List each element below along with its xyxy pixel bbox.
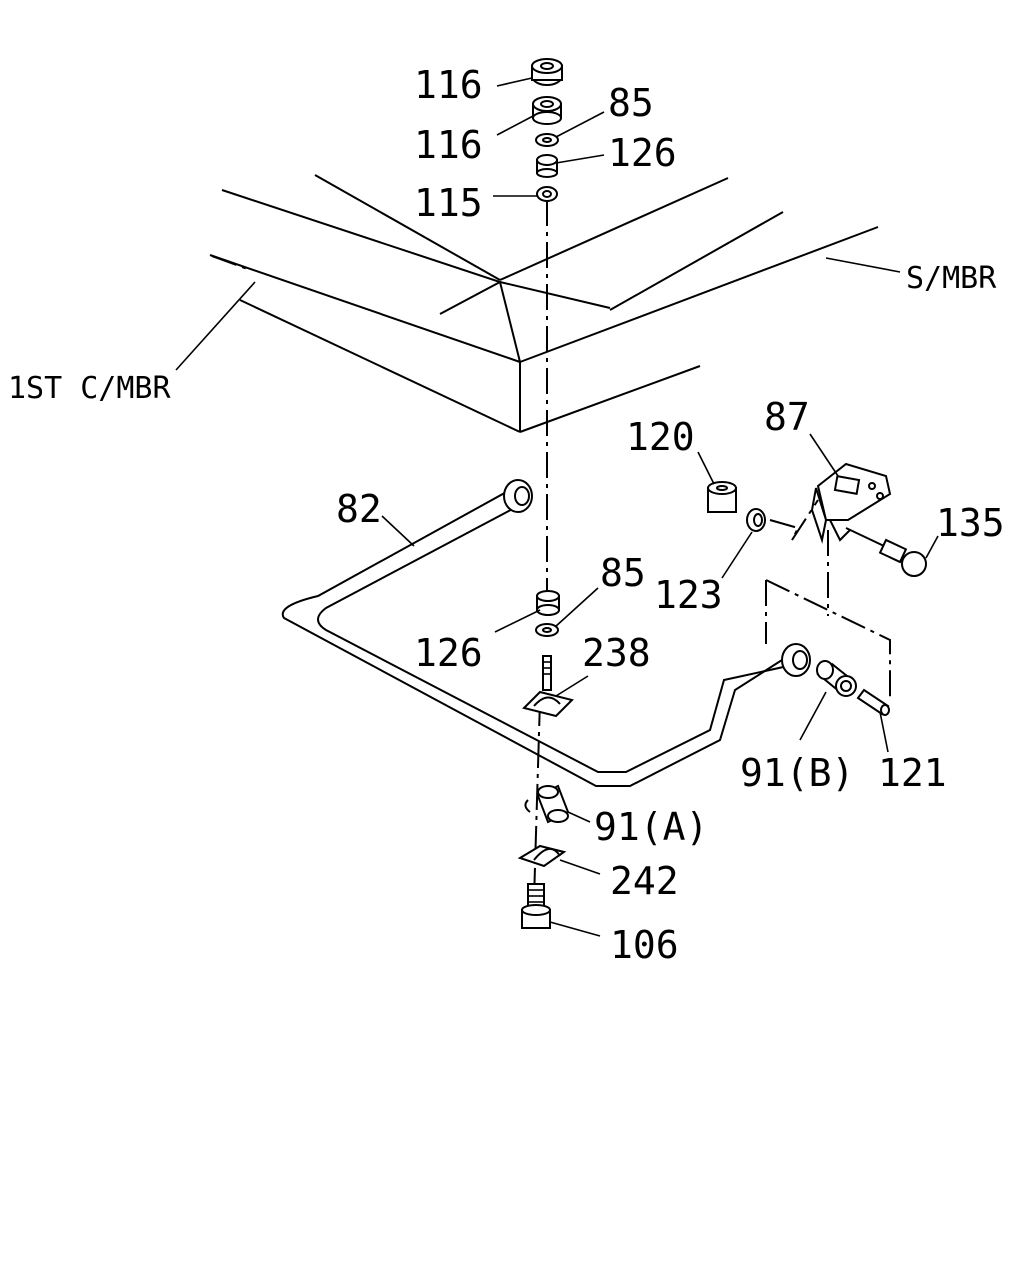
pin-121	[856, 688, 890, 716]
washer-85-top	[535, 133, 559, 147]
nut-116-top	[531, 58, 563, 86]
label-91a: 91(A)	[594, 805, 708, 849]
label-115: 115	[414, 181, 483, 225]
stabilizer-bar-82	[281, 479, 811, 787]
label-126-lower: 126	[414, 631, 483, 675]
center-line	[533, 200, 548, 901]
label-116-second: 116	[414, 123, 483, 167]
washer-115	[536, 186, 558, 202]
bushing-91b	[816, 660, 857, 697]
label-87: 87	[764, 395, 810, 439]
clamp-242	[517, 844, 567, 868]
label-82: 82	[336, 487, 382, 531]
ring-123	[746, 508, 766, 532]
label-1st-c-mbr: 1ST C/MBR	[8, 371, 171, 406]
callout-labels: 116 116 85 126 115 S/MBR 1ST C/MBR 120 8…	[8, 63, 1005, 967]
bolt-135	[845, 527, 927, 577]
label-121: 121	[878, 751, 947, 795]
bolt-106	[521, 883, 551, 929]
label-120: 120	[626, 415, 695, 459]
bushing-126-top	[536, 154, 558, 178]
label-242: 242	[610, 859, 679, 903]
bushing-91a	[524, 784, 570, 824]
label-135: 135	[936, 501, 1005, 545]
label-238: 238	[582, 631, 651, 675]
label-106: 106	[610, 923, 679, 967]
label-123: 123	[654, 573, 723, 617]
label-85-top: 85	[608, 81, 654, 125]
washer-85-lower	[535, 623, 559, 637]
bolt-238	[522, 655, 574, 718]
nut-116-second	[532, 96, 562, 125]
label-85-lower: 85	[600, 551, 646, 595]
label-116-top: 116	[414, 63, 483, 107]
nut-120	[707, 481, 737, 513]
label-91b: 91(B)	[740, 751, 854, 795]
label-126-top: 126	[608, 131, 677, 175]
frame-assembly	[175, 174, 901, 433]
mount-plane	[765, 579, 891, 700]
label-s-mbr: S/MBR	[906, 261, 997, 296]
bracket-87	[810, 462, 892, 544]
bushing-126-lower	[536, 590, 560, 616]
